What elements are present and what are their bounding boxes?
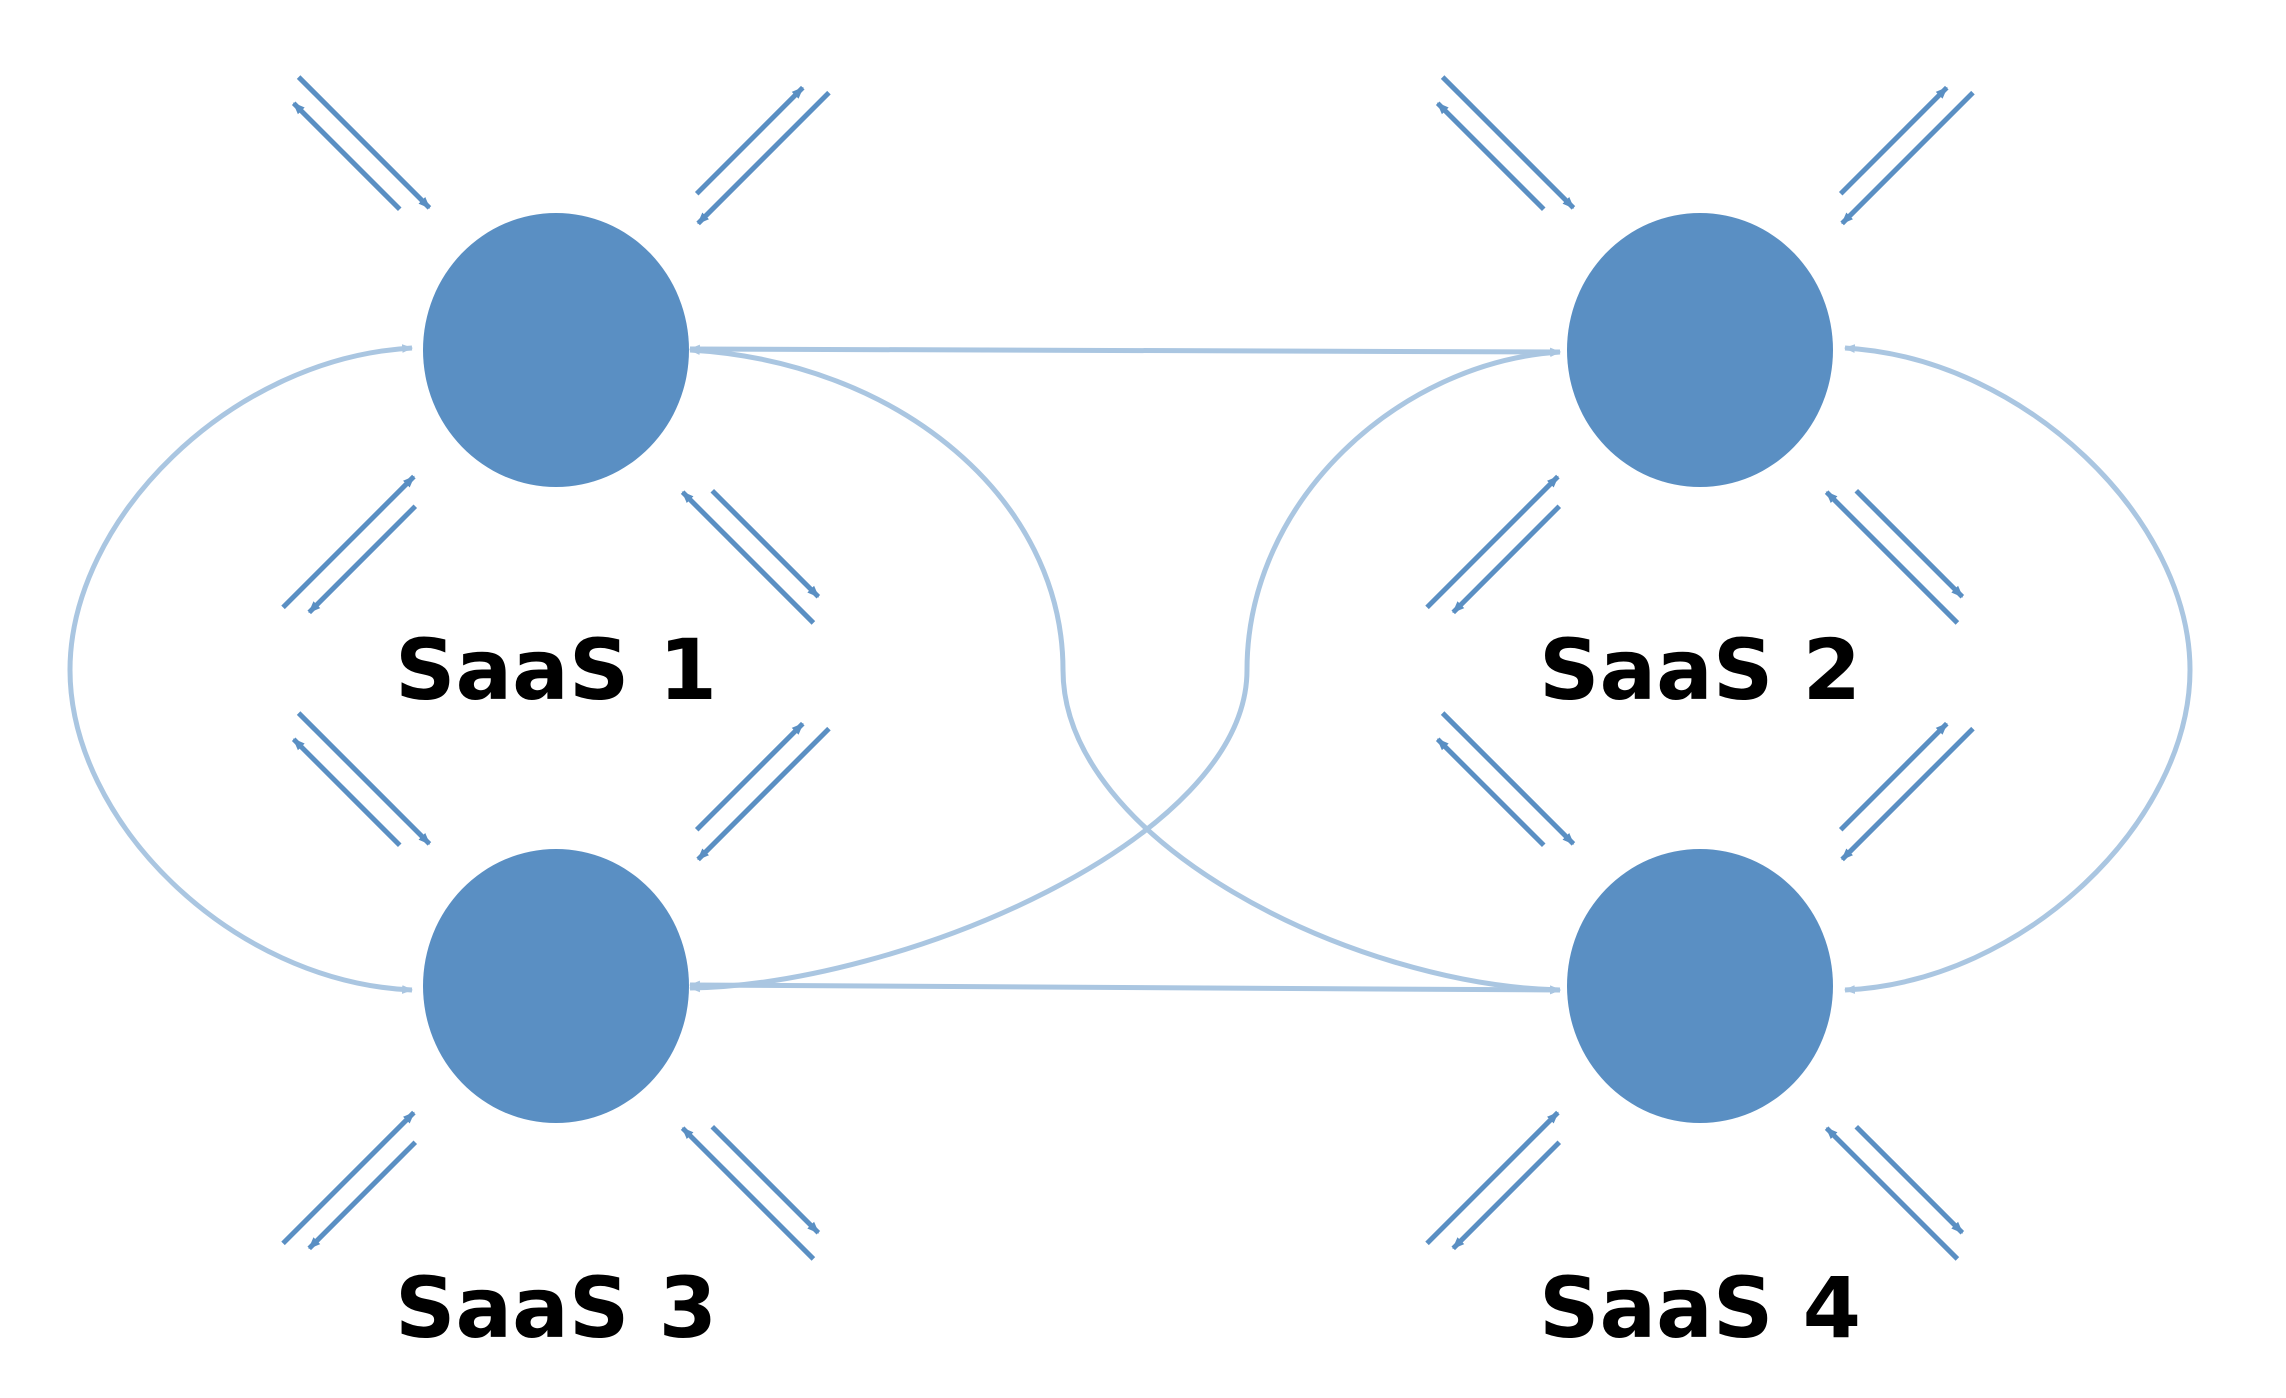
connector-saas3-saas4 [688, 980, 1562, 995]
saas1-spoke-outbound-arrow-bottom-right [710, 488, 821, 599]
saas4-spoke-inbound-arrow-top-right [1840, 726, 1975, 862]
saas1-spoke-inbound-arrow-top-right [696, 90, 831, 226]
saas2-spoke-inbound-arrow-top-right [1840, 90, 1975, 226]
saas1-spoke-outbound-arrow-top-left [291, 101, 402, 212]
saas1-spoke-outbound-arrow-top-right [694, 85, 805, 196]
node-label: SaaS 4 [1539, 1259, 1861, 1357]
saas4-spoke-outbound-arrow-top-left [1435, 737, 1546, 848]
saas3-spoke-outbound-arrow-top-right [694, 721, 805, 832]
node-circle [1567, 213, 1833, 487]
node-circle [1567, 849, 1833, 1123]
saas2-spoke-inbound-arrow-top-left [1440, 75, 1576, 210]
saas4-spoke-outbound-arrow-bottom-left [1451, 1140, 1562, 1251]
connector-saas1-saas2 [688, 344, 1562, 357]
node-saas1: SaaS 1 [395, 213, 717, 719]
saas1-spoke-inbound-arrow-bottom-left [281, 474, 416, 610]
connector-saas2-saas4-outer [1843, 344, 2193, 994]
node-spoke-arrows [281, 75, 1975, 1261]
node-label: SaaS 1 [395, 621, 717, 719]
saas3-spoke-outbound-arrow-top-left [291, 737, 402, 848]
node-saas2: SaaS 2 [1539, 213, 1861, 719]
saas4-spoke-inbound-arrow-top-left [1440, 711, 1576, 846]
saas2-spoke-outbound-arrow-bottom-right [1854, 488, 1965, 599]
saas3-spoke-inbound-arrow-bottom-right [680, 1126, 816, 1261]
saas2-spoke-outbound-arrow-top-right [1838, 85, 1949, 196]
saas4-spoke-outbound-arrow-bottom-right [1854, 1124, 1965, 1235]
node-circle [423, 849, 689, 1123]
saas2-spoke-outbound-arrow-top-left [1435, 101, 1546, 212]
node-label: SaaS 3 [395, 1259, 717, 1357]
saas1-spoke-inbound-arrow-bottom-right [680, 490, 816, 625]
saas2-spoke-inbound-arrow-bottom-right [1824, 490, 1960, 625]
saas3-spoke-inbound-arrow-top-left [296, 711, 432, 846]
saas4-spoke-inbound-arrow-bottom-right [1824, 1126, 1960, 1261]
saas3-spoke-inbound-arrow-top-right [696, 726, 831, 862]
saas4-spoke-inbound-arrow-bottom-left [1425, 1110, 1560, 1246]
saas3-spoke-outbound-arrow-bottom-right [710, 1124, 821, 1235]
saas3-spoke-inbound-arrow-bottom-left [281, 1110, 416, 1246]
node-saas3: SaaS 3 [395, 849, 717, 1357]
saas1-spoke-inbound-arrow-top-left [296, 75, 432, 210]
inter-node-connectors [67, 344, 2193, 995]
node-saas4: SaaS 4 [1539, 849, 1861, 1357]
connector-saas1-saas3-outer [67, 344, 414, 994]
saas4-spoke-outbound-arrow-top-right [1838, 721, 1949, 832]
connector-saas1-saas4-crossing [688, 346, 1562, 995]
node-label: SaaS 2 [1539, 621, 1861, 719]
saas3-spoke-outbound-arrow-bottom-left [307, 1140, 418, 1251]
saas2-spoke-inbound-arrow-bottom-left [1425, 474, 1560, 610]
saas1-spoke-outbound-arrow-bottom-left [307, 504, 418, 615]
connector-saas2-saas3-crossing [688, 348, 1562, 993]
node-circle [423, 213, 689, 487]
saas2-spoke-outbound-arrow-bottom-left [1451, 504, 1562, 615]
